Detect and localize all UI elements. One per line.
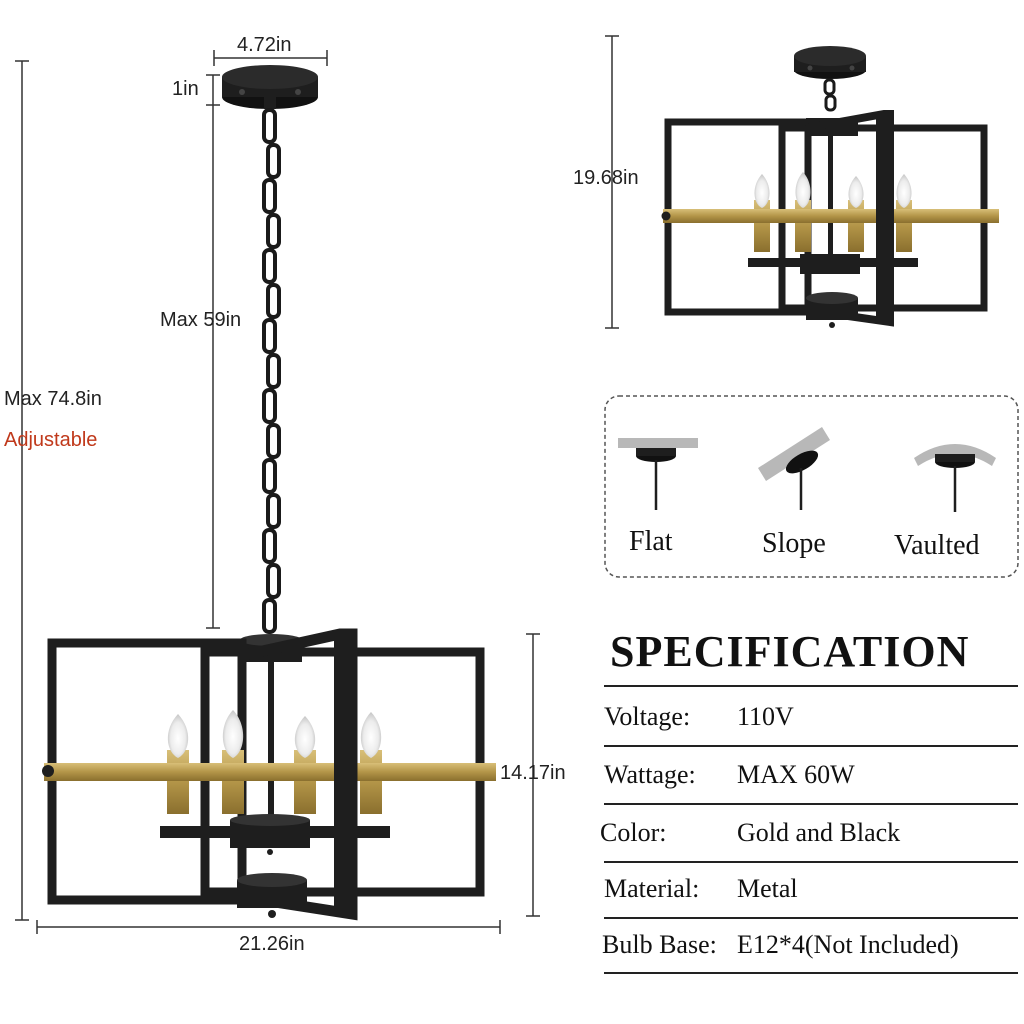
total-height-label: Max 74.8in bbox=[4, 388, 102, 410]
dimension-lines bbox=[15, 35, 619, 934]
vaulted-mount-icon bbox=[914, 444, 996, 512]
chain-length-label: Max 59in bbox=[160, 309, 242, 331]
spec-label: Voltage: bbox=[604, 702, 691, 731]
spec-value: 110V bbox=[737, 702, 794, 731]
specification-title: SPECIFICATION bbox=[610, 627, 970, 676]
spec-value: Metal bbox=[737, 874, 798, 903]
canopy-width-label: 4.72in bbox=[237, 34, 292, 56]
main-chandelier bbox=[42, 65, 496, 921]
spec-row-wattage: Wattage: MAX 60W bbox=[604, 748, 1018, 804]
spec-label: Material: bbox=[604, 874, 700, 903]
spec-label: Color: bbox=[600, 818, 667, 847]
spec-row-voltage: Voltage: 110V bbox=[604, 690, 1018, 746]
body-width-label: 21.26in bbox=[239, 933, 305, 955]
mount-slope-label: Slope bbox=[762, 528, 826, 559]
spec-row-bulb-base: Bulb Base: E12*4(Not Included) bbox=[602, 918, 1018, 974]
body-height-label: 14.17in bbox=[500, 762, 566, 784]
spec-row-material: Material: Metal bbox=[604, 862, 1018, 918]
canopy-height-label: 1in bbox=[172, 78, 199, 100]
adjustable-note: Adjustable bbox=[4, 429, 98, 451]
flat-mount-icon bbox=[618, 438, 698, 510]
spec-label: Bulb Base: bbox=[602, 930, 717, 959]
spec-dividers bbox=[604, 685, 1018, 974]
slope-mount-icon bbox=[758, 427, 830, 510]
spec-row-color: Color: Gold and Black bbox=[600, 806, 1018, 862]
mount-flat-label: Flat bbox=[629, 526, 673, 557]
semi-flush-chandelier bbox=[661, 46, 999, 328]
semi-flush-height-label: 19.68in bbox=[573, 167, 639, 189]
spec-value: Gold and Black bbox=[737, 818, 901, 847]
spec-value: E12*4(Not Included) bbox=[737, 930, 959, 959]
mounting-options-box bbox=[604, 395, 1019, 578]
spec-label: Wattage: bbox=[604, 760, 696, 789]
spec-value: MAX 60W bbox=[737, 760, 855, 789]
mount-vaulted-label: Vaulted bbox=[894, 530, 980, 561]
